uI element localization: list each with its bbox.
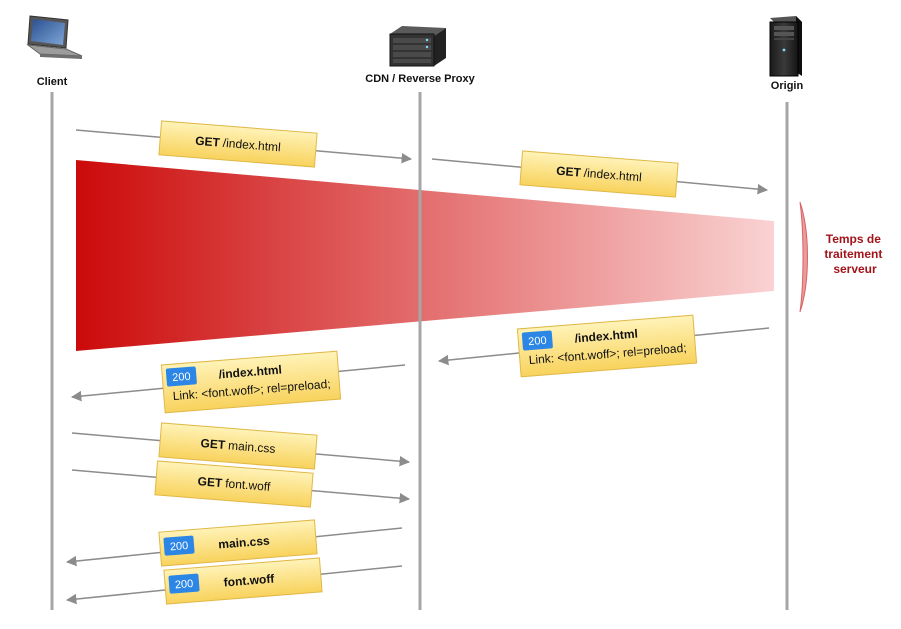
tower-server-icon xyxy=(769,16,802,77)
status-badge-text: 200 xyxy=(174,578,193,591)
note-path: font.woff xyxy=(223,571,276,589)
note-path: main.css xyxy=(228,438,276,456)
status-badge xyxy=(521,330,553,351)
note-verb: GET xyxy=(556,164,582,180)
status-badge xyxy=(168,573,200,594)
note-proxy-resp-font: 200 font.woff xyxy=(163,557,323,605)
note-verb: GET xyxy=(200,436,226,452)
note-verb: GET xyxy=(197,474,223,490)
processing-time-label: Temps de traitement serveur xyxy=(824,232,885,276)
server-rack-icon xyxy=(389,26,446,67)
processing-time-wedge xyxy=(76,160,774,351)
proxy-label: CDN / Reverse Proxy xyxy=(365,73,475,85)
note-path: /index.html xyxy=(218,363,282,382)
note-path: font.woff xyxy=(225,476,272,494)
processing-time-bracket xyxy=(799,201,808,313)
svg-text:GET/index.html: GET/index.html xyxy=(556,164,643,185)
origin-label: Origin xyxy=(771,80,804,92)
note-client-get-index: GET/index.html xyxy=(158,120,318,168)
client-label: Client xyxy=(37,76,68,88)
laptop-icon xyxy=(26,15,83,59)
note-proxy-resp-css: 200 main.css xyxy=(158,519,318,567)
note-path: /index.html xyxy=(583,166,642,185)
note-path: main.css xyxy=(218,534,271,552)
note-origin-resp-index: 200 /index.html Link: <font.woff>; rel=p… xyxy=(516,314,698,378)
note-proxy-resp-index: 200 /index.html Link: <font.woff>; rel=p… xyxy=(160,350,342,414)
status-badge xyxy=(165,366,197,387)
note-path: /index.html xyxy=(222,136,281,155)
status-badge-text: 200 xyxy=(528,335,547,348)
status-badge xyxy=(163,535,195,556)
note-path: /index.html xyxy=(574,327,638,346)
note-verb: GET xyxy=(195,134,221,150)
status-badge-text: 200 xyxy=(172,371,191,384)
note-proxy-get-index: GET/index.html xyxy=(519,150,679,198)
svg-text:GET/index.html: GET/index.html xyxy=(195,134,282,155)
status-badge-text: 200 xyxy=(169,540,188,553)
